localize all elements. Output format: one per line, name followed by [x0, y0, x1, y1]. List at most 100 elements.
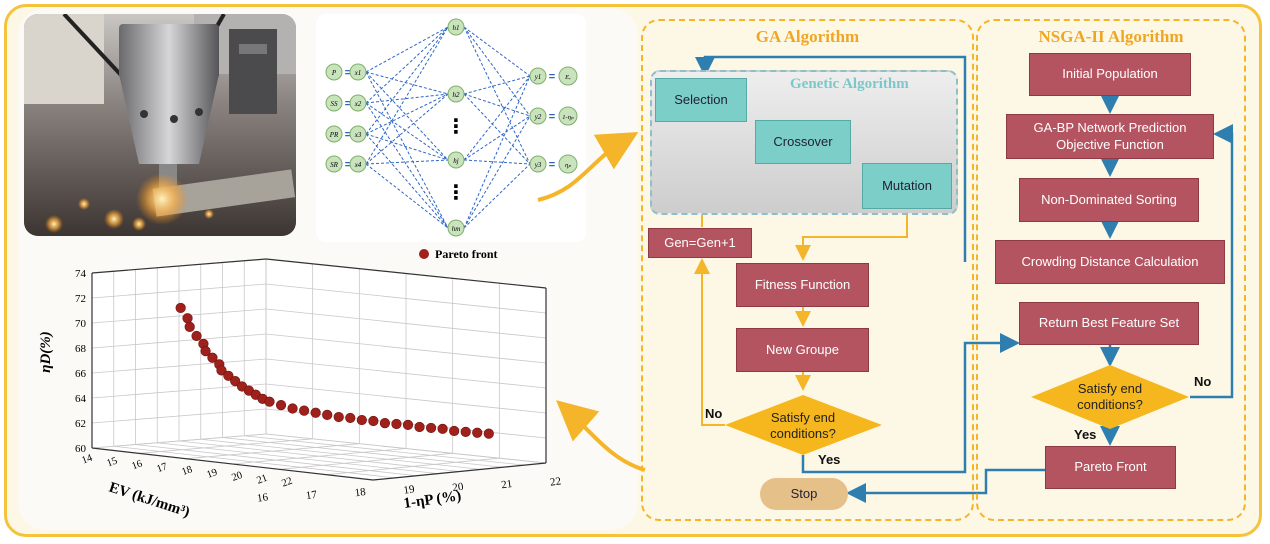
top-edge: [91, 258, 267, 274]
input-param-node: PR =: [325, 125, 351, 143]
gabp-prediction-box: GA-BP Network Prediction Objective Funct…: [1006, 114, 1214, 159]
grid-line: [232, 448, 407, 465]
grid-line: [279, 452, 453, 470]
pareto-point: [402, 419, 414, 430]
z-tick-label: 60: [75, 443, 87, 455]
arrow-network-to-ga: [537, 131, 639, 202]
crossover-box: Crossover: [755, 120, 851, 164]
output-node-label: y2: [534, 113, 542, 121]
ga-no-label: No: [705, 406, 723, 421]
hidden-node-label: h1: [453, 24, 460, 32]
z-tick-label: 66: [75, 368, 87, 380]
input-node: x2: [349, 94, 367, 112]
x-tick-label: 15: [105, 456, 119, 470]
pareto-point: [322, 409, 333, 420]
fitness-function-box: Fitness Function: [736, 263, 869, 307]
output-param-node: 1-ηₚ: [558, 106, 578, 126]
pareto-point: [230, 376, 241, 387]
y-tick-label: 22: [549, 475, 562, 488]
nsga-satisfy-text: Satisfy end conditions?: [1077, 380, 1143, 412]
pareto-point: [437, 423, 448, 434]
equals-sign: =: [345, 67, 351, 79]
pareto-point: [275, 399, 287, 411]
pareto-point: [200, 346, 211, 357]
z-tick-label: 62: [75, 418, 86, 430]
z-tick-label: 72: [75, 293, 86, 305]
laser-nozzle-photo: [24, 14, 296, 236]
pareto-point: [287, 403, 298, 414]
y-tick-label: 18: [354, 486, 367, 499]
hidden-node-label: hj: [453, 157, 459, 165]
legend-label: Pareto front: [435, 247, 498, 261]
ga-satisfy-text: Satisfy end conditions?: [770, 409, 836, 441]
pareto-point: [333, 411, 344, 423]
output-node: y3 =: [529, 155, 555, 173]
hidden-node-label: h2: [453, 91, 461, 99]
input-node-label: x3: [354, 131, 362, 139]
output-node-label: y1: [534, 73, 542, 81]
output-param-node: ηₚ: [558, 154, 578, 174]
pareto-point: [379, 418, 391, 429]
ga-title: GA Algorithm: [755, 27, 860, 46]
equals-sign: =: [549, 111, 555, 123]
pareto-point: [207, 352, 218, 363]
input-node-label: x1: [354, 69, 362, 77]
nsga-panel: [976, 19, 1246, 521]
x-tick-label: 21: [255, 473, 269, 487]
z-tick-label: 74: [75, 268, 87, 280]
pareto-point: [483, 428, 494, 439]
grid-line: [326, 457, 500, 476]
output-node: y1=: [529, 67, 555, 85]
y-tick-label: 21: [500, 478, 513, 491]
input-param-node: SS=: [325, 94, 351, 112]
input-param-node: P=: [325, 63, 351, 81]
arrow-ga-to-plot: [555, 400, 646, 472]
legend-marker: [419, 249, 429, 259]
hidden-node-label: hm: [452, 225, 461, 233]
grid-line: [185, 443, 360, 460]
nsga-no-label: No: [1194, 374, 1212, 389]
hidden-ellipsis: ⋮: [446, 180, 466, 204]
pareto-point: [460, 426, 471, 437]
x-tick-label: 17: [155, 461, 169, 475]
pareto-point: [356, 414, 367, 426]
genetic-algorithm-title: Genetic Algorithm: [790, 76, 909, 92]
output-param-node: Eᵥ: [558, 66, 578, 86]
input-node-label: x2: [354, 100, 362, 108]
output-node: y2 =: [529, 107, 555, 125]
input-param-label: P: [331, 69, 337, 77]
x-tick-label: 20: [230, 470, 244, 484]
hidden-node: h1: [447, 18, 465, 36]
selection-box: Selection: [655, 78, 747, 122]
hidden-node: hj: [447, 151, 465, 169]
pareto-front-box: Pareto Front: [1045, 446, 1176, 489]
pareto-point: [449, 425, 460, 437]
input-param-label: PR: [329, 131, 339, 139]
x-tick-label: 19: [205, 467, 219, 481]
y-tick-label: 19: [403, 483, 416, 496]
pareto-point: [175, 302, 186, 314]
y-tick-label: 16: [256, 491, 269, 504]
pareto-point: [216, 365, 227, 376]
pareto-point: [310, 407, 321, 418]
z-tick-label: 68: [75, 343, 87, 355]
new-groupe-box: New Groupe: [736, 328, 869, 372]
input-param-label: SR: [330, 161, 339, 169]
input-param-label: SS: [331, 100, 339, 108]
input-node: x4: [349, 155, 367, 173]
equals-sign: =: [549, 159, 555, 171]
z-axis-label: ηD(%): [38, 331, 54, 373]
pareto-point: [184, 321, 195, 332]
nsga-yes-label: Yes: [1074, 427, 1097, 442]
x-tick-label: 22: [280, 476, 294, 490]
equals-sign: =: [345, 159, 351, 171]
stop-box: Stop: [760, 478, 848, 510]
output-node-label: y3: [534, 161, 542, 169]
initial-population-box: Initial Population: [1029, 53, 1191, 96]
input-node: x3: [349, 125, 367, 143]
x-tick-label: 14: [80, 452, 94, 466]
equals-sign: =: [345, 129, 351, 141]
hidden-node: h2: [447, 85, 465, 103]
pareto-point: [414, 421, 425, 433]
